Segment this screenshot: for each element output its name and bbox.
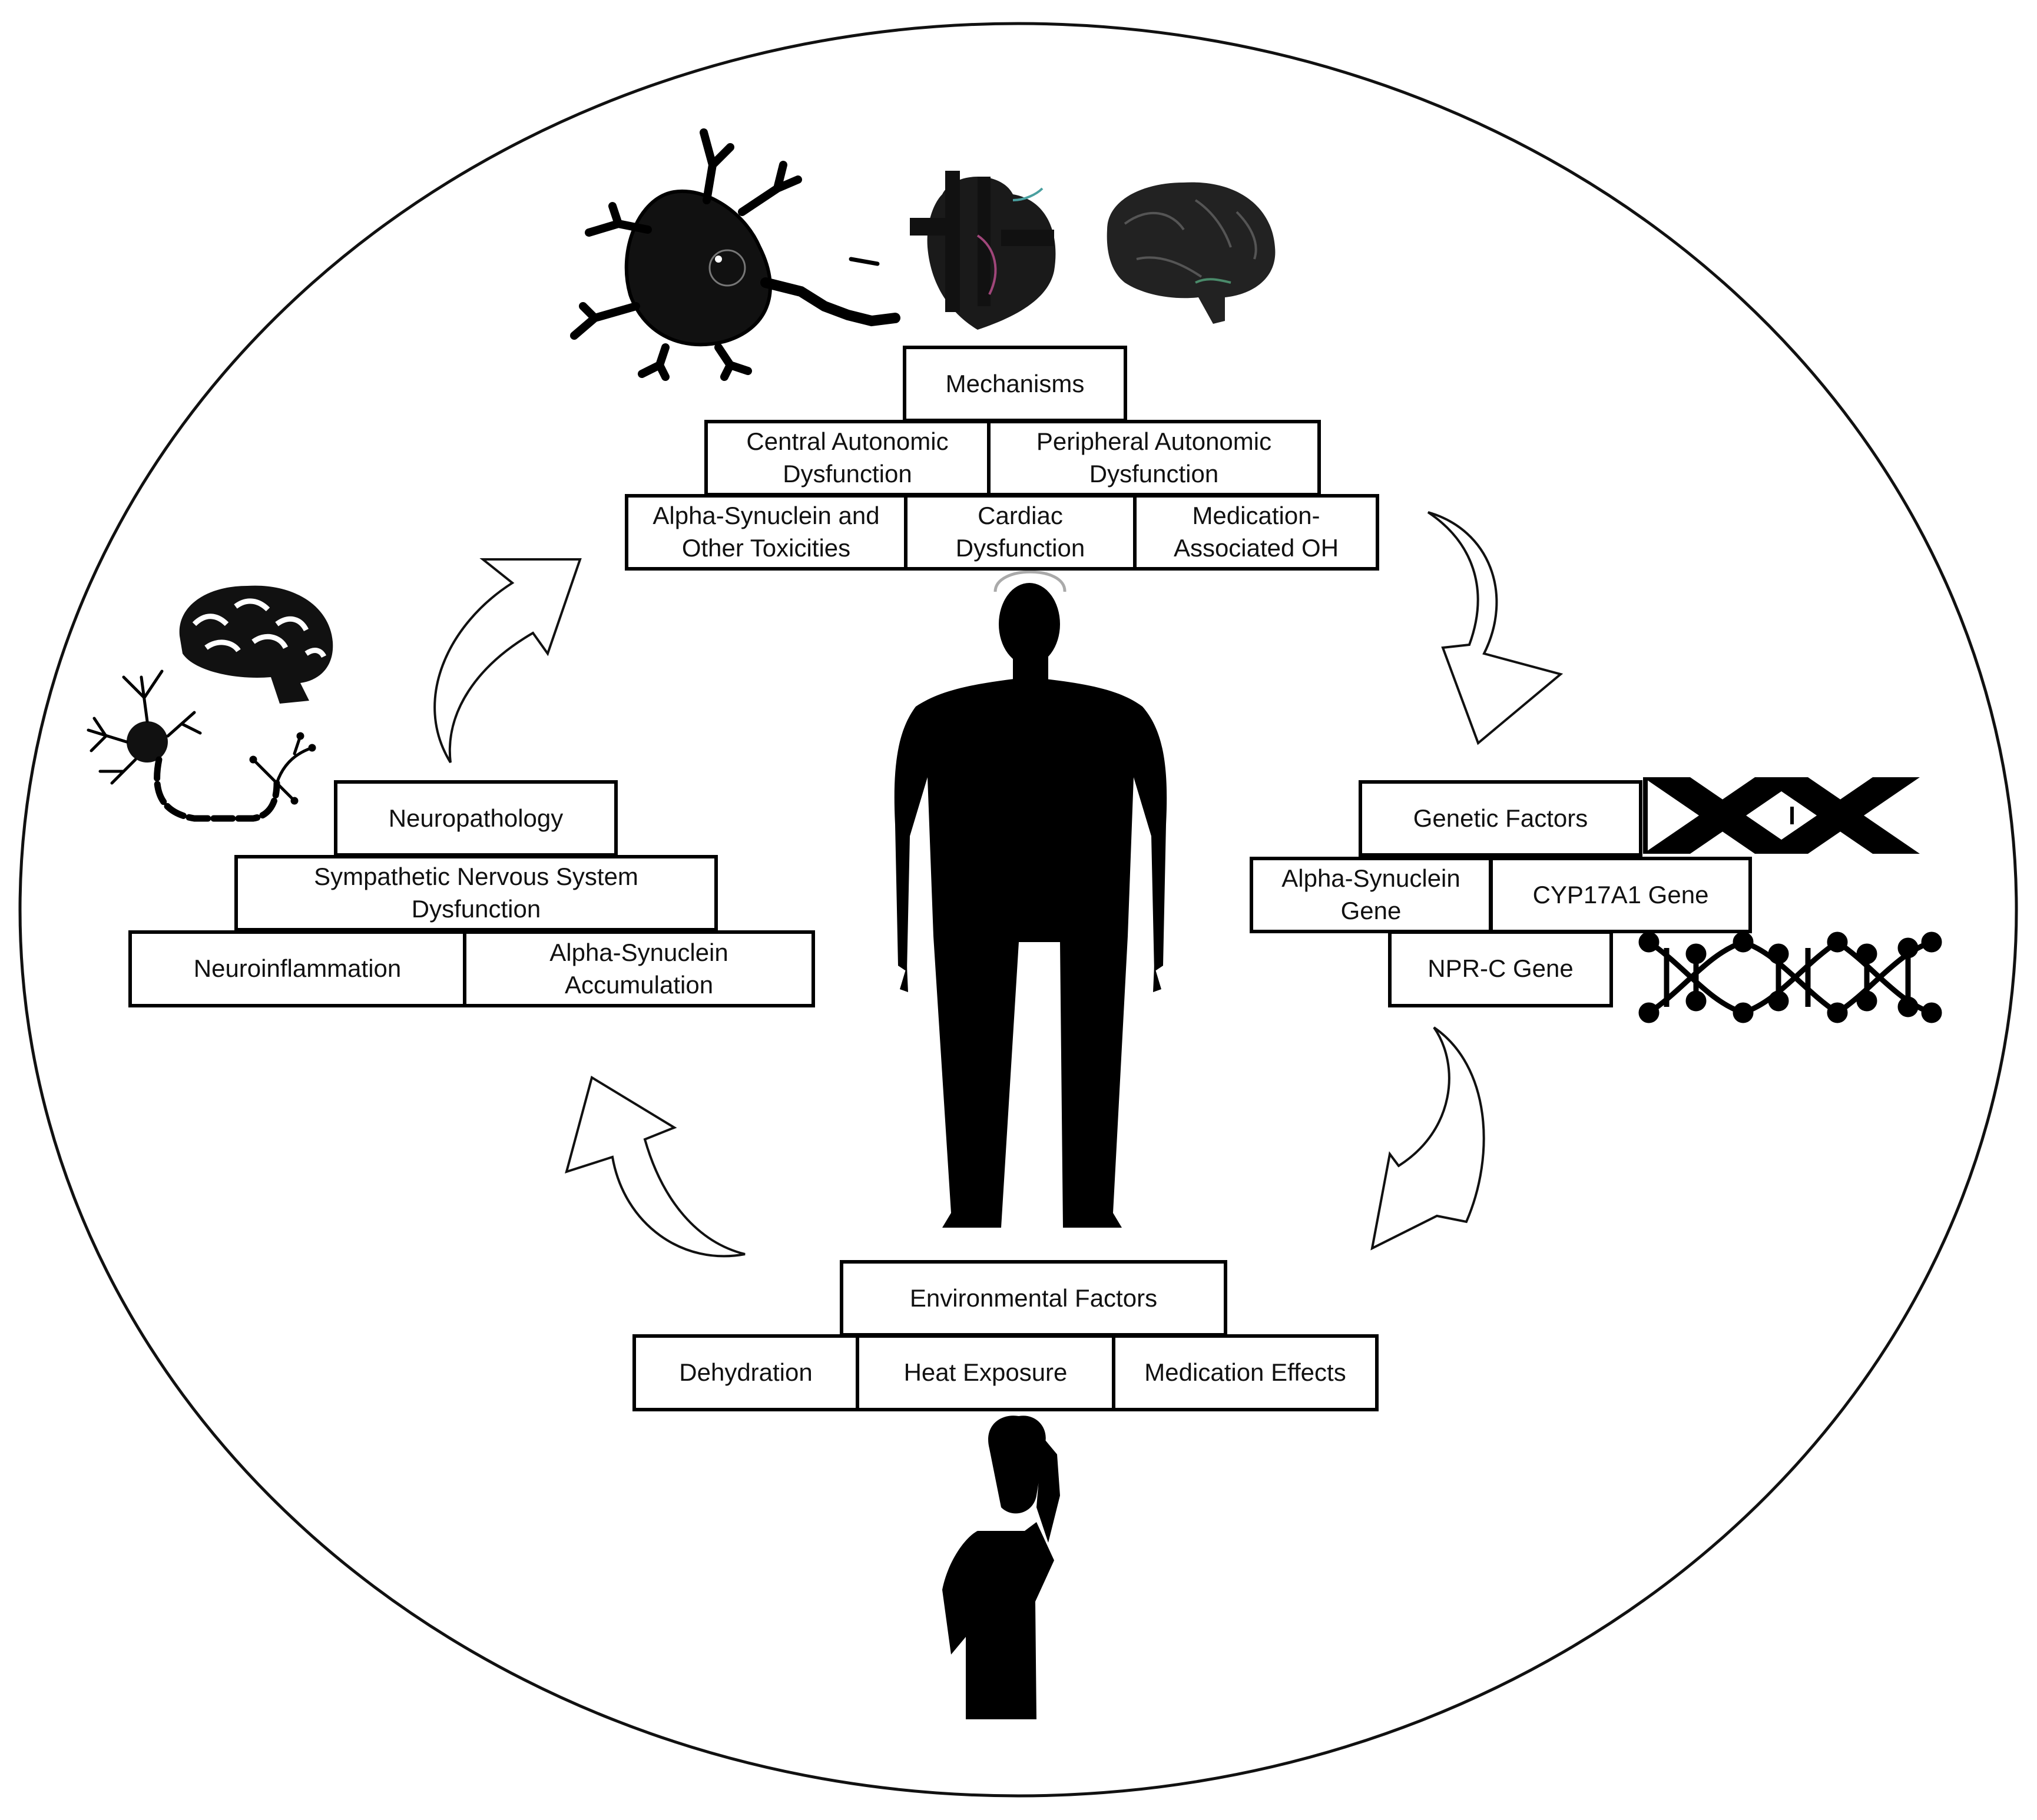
neuron-icon bbox=[570, 128, 900, 381]
neuron-icon bbox=[87, 669, 316, 822]
environmental-title: Environmental Factors bbox=[909, 1284, 1158, 1312]
cycle-arrow-icon bbox=[565, 1075, 746, 1258]
alpha-accumulation-label: Alpha-Synuclein Accumulation bbox=[549, 938, 728, 999]
neuropathology-title: Neuropathology bbox=[388, 804, 564, 832]
peripheral-autonomic-label: Peripheral Autonomic Dysfunction bbox=[1036, 427, 1272, 488]
cycle-arrow-icon bbox=[1427, 511, 1564, 745]
genetic-title: Genetic Factors bbox=[1413, 804, 1588, 832]
dna-helix-icon bbox=[1643, 777, 1920, 854]
alpha-toxicities-box: Alpha-Synuclein and Other Toxicities bbox=[625, 494, 907, 571]
heart-icon bbox=[910, 171, 1056, 330]
peripheral-autonomic-box: Peripheral Autonomic Dysfunction bbox=[987, 420, 1321, 496]
cycle-arrow-icon bbox=[1370, 1026, 1485, 1251]
central-autonomic-box: Central Autonomic Dysfunction bbox=[704, 420, 991, 496]
medication-effects-box: Medication Effects bbox=[1112, 1334, 1379, 1411]
cyp17a1-label: CYP17A1 Gene bbox=[1532, 880, 1709, 909]
dehydration-box: Dehydration bbox=[632, 1334, 859, 1411]
alpha-toxicities-label: Alpha-Synuclein and Other Toxicities bbox=[652, 502, 880, 562]
dehydration-label: Dehydration bbox=[679, 1358, 813, 1387]
neuropathology-title-box: Neuropathology bbox=[334, 780, 618, 857]
cardiac-dysfunction-label: Cardiac Dysfunction bbox=[955, 502, 1085, 562]
cycle-arrow-icon bbox=[433, 558, 582, 764]
alpha-gene-box: Alpha-Synuclein Gene bbox=[1250, 857, 1492, 933]
cyp17a1-box: CYP17A1 Gene bbox=[1489, 857, 1752, 933]
mechanisms-title: Mechanisms bbox=[945, 369, 1085, 397]
brain-icon bbox=[1107, 182, 1276, 324]
environmental-title-box: Environmental Factors bbox=[840, 1260, 1227, 1337]
distressed-person-icon bbox=[942, 1415, 1060, 1719]
cardiac-dysfunction-box: Cardiac Dysfunction bbox=[904, 494, 1137, 571]
brain-icon bbox=[179, 585, 333, 704]
medication-effects-label: Medication Effects bbox=[1144, 1358, 1346, 1387]
alpha-accumulation-box: Alpha-Synuclein Accumulation bbox=[463, 930, 815, 1007]
nprc-box: NPR-C Gene bbox=[1388, 930, 1613, 1007]
outer-ellipse bbox=[18, 22, 2018, 1798]
neuroinflammation-box: Neuroinflammation bbox=[128, 930, 466, 1007]
heat-exposure-box: Heat Exposure bbox=[856, 1334, 1115, 1411]
nprc-label: NPR-C Gene bbox=[1427, 954, 1574, 983]
central-autonomic-label: Central Autonomic Dysfunction bbox=[746, 427, 949, 488]
sympathetic-dysfunction-box: Sympathetic Nervous System Dysfunction bbox=[234, 855, 718, 931]
person-silhouette-icon bbox=[894, 570, 1167, 1228]
alpha-gene-label: Alpha-Synuclein Gene bbox=[1281, 864, 1460, 924]
heat-exposure-label: Heat Exposure bbox=[903, 1358, 1068, 1387]
genetic-title-box: Genetic Factors bbox=[1359, 780, 1642, 857]
medication-oh-label: Medication-Associated OH bbox=[1173, 502, 1339, 562]
mechanisms-title-box: Mechanisms bbox=[903, 346, 1127, 422]
neuroinflammation-label: Neuroinflammation bbox=[193, 954, 402, 983]
sympathetic-dysfunction-label: Sympathetic Nervous System Dysfunction bbox=[314, 863, 638, 923]
dna-molecule-icon bbox=[1638, 931, 1942, 1023]
medication-oh-box: Medication-Associated OH bbox=[1133, 494, 1379, 571]
